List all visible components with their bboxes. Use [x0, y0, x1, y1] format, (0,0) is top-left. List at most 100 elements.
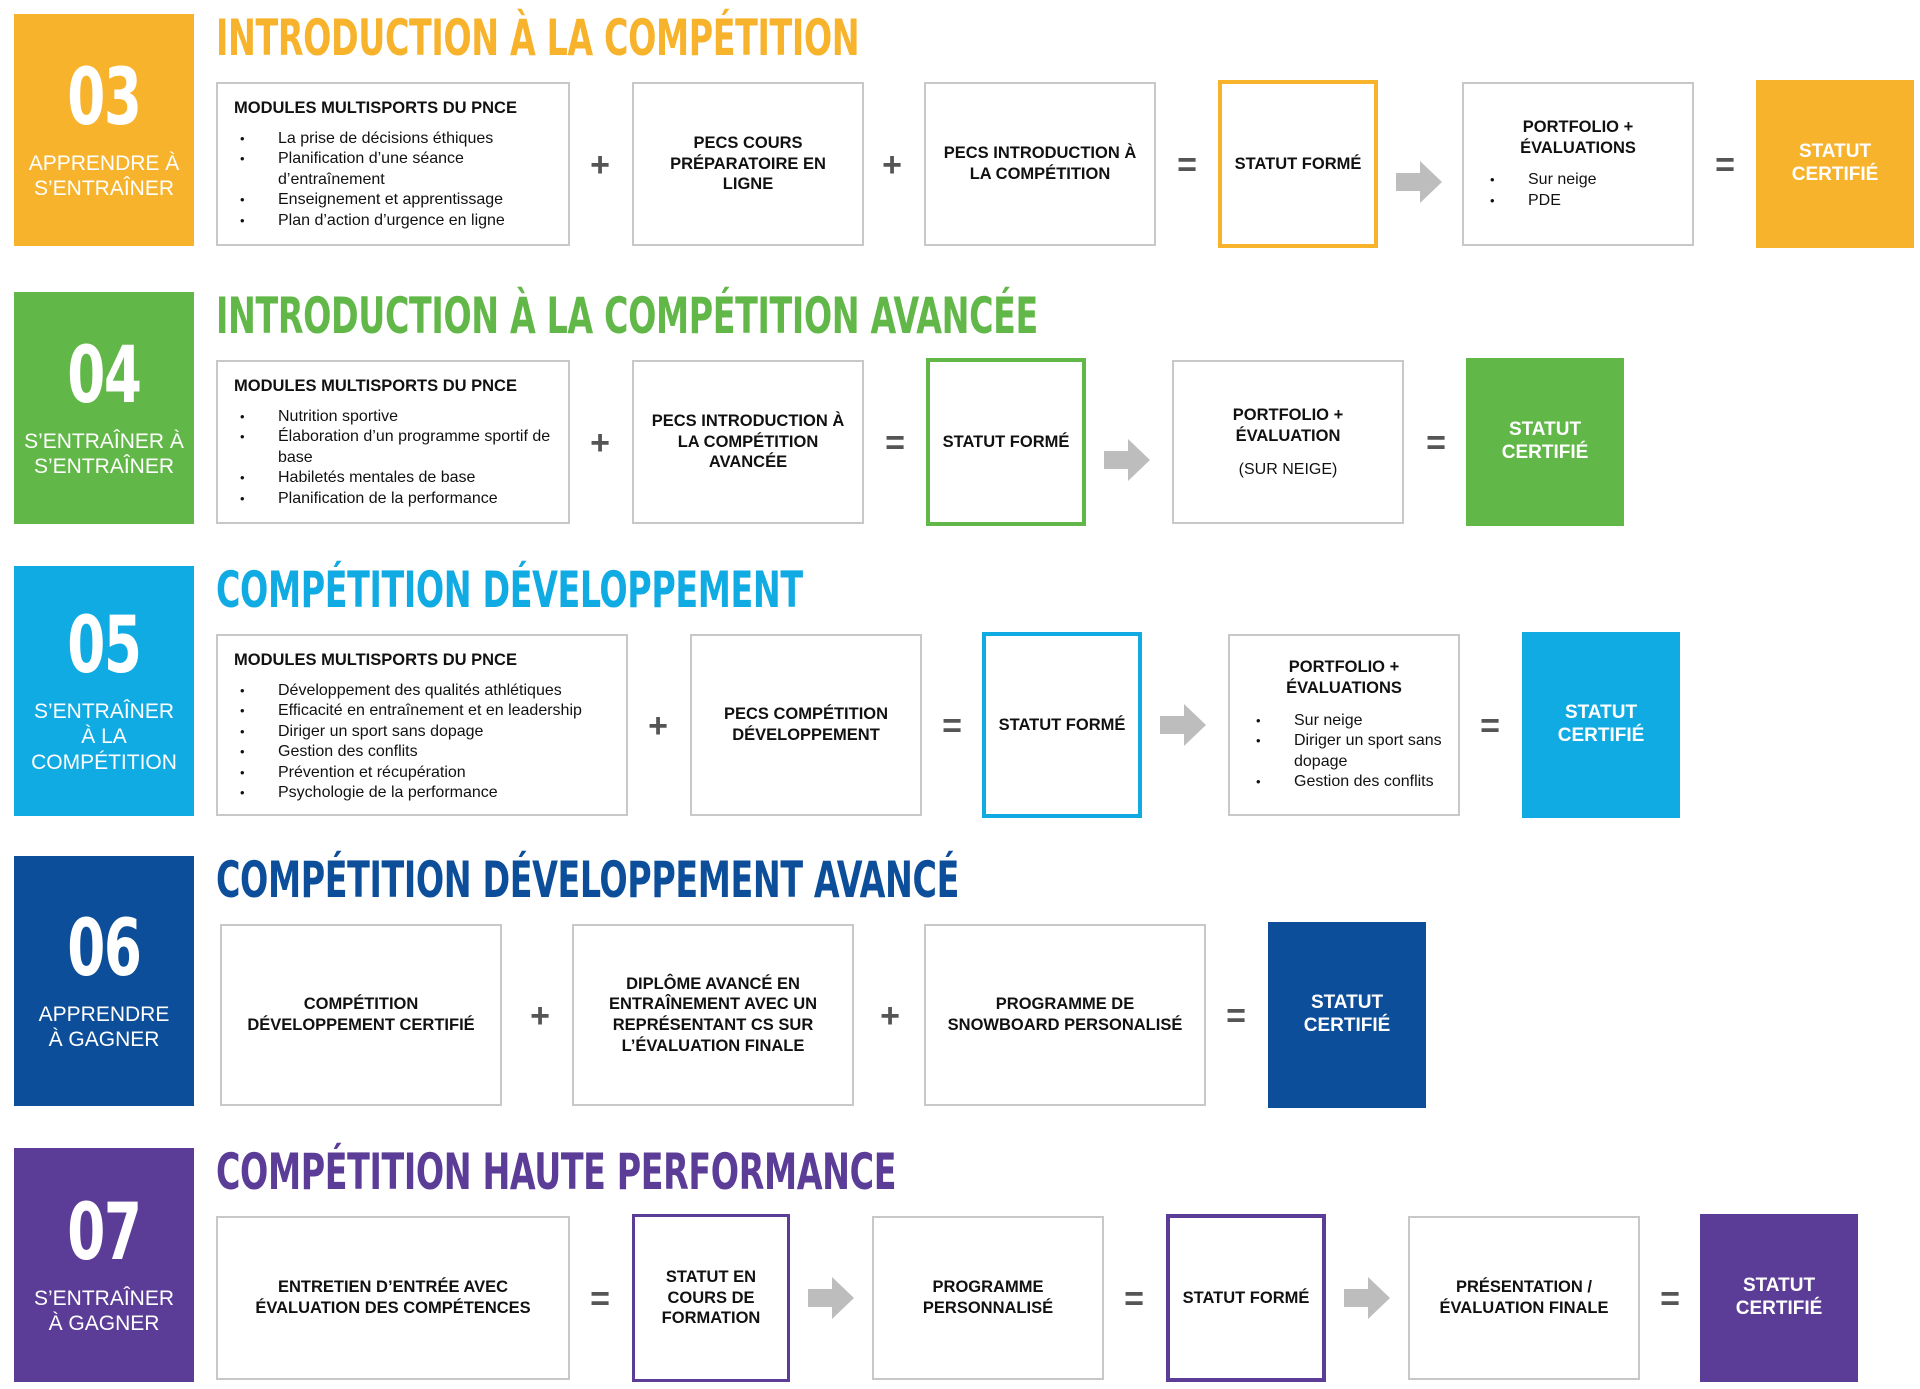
level-title: COMPÉTITION HAUTE PERFORMANCE	[216, 1143, 897, 1201]
list-item: Sur neige	[1256, 711, 1446, 732]
list-item: Habiletés mentales de base	[240, 468, 552, 489]
arrow-right-icon	[1160, 704, 1206, 746]
arrow-right-icon	[1344, 1277, 1390, 1319]
level-07-badge: 07 S’ENTRAÎNER À GAGNER	[14, 1148, 194, 1382]
portfolio-box: PORTFOLIO + ÉVALUATION (SUR NEIGE)	[1172, 360, 1404, 524]
certified-label: STATUT CERTIFIÉ	[1303, 992, 1391, 1036]
list-item: Planification de la performance	[240, 489, 552, 510]
certified-label: STATUT CERTIFIÉ	[1501, 419, 1589, 463]
list-item: Sur neige	[1490, 170, 1596, 191]
portfolio-title: PORTFOLIO + ÉVALUATIONS	[1286, 658, 1402, 697]
certified-label: STATUT CERTIFIÉ	[1735, 1275, 1823, 1319]
certified-status-box: STATUT CERTIFIÉ	[1522, 632, 1680, 818]
course-box: PROGRAMME PERSONNALISÉ	[872, 1216, 1104, 1380]
portfolio-box: PORTFOLIO + ÉVALUATIONS Sur neige Dirige…	[1228, 634, 1460, 816]
stage-name: S’ENTRAÎNER À GAGNER	[33, 1286, 175, 1335]
certified-status-box: STATUT CERTIFIÉ	[1756, 80, 1914, 248]
trained-status-box: STATUT FORMÉ	[982, 632, 1142, 818]
equals-operator: =	[1226, 997, 1246, 1035]
level-05-row: 05 S’ENTRAÎNER À LA COMPÉTITION COMPÉTIT…	[0, 561, 1920, 818]
list-item: PDE	[1490, 191, 1597, 212]
certified-status-box: STATUT CERTIFIÉ	[1466, 358, 1624, 526]
arrow-right-icon	[808, 1277, 854, 1319]
portfolio-title: PORTFOLIO + ÉVALUATION	[1232, 406, 1344, 445]
stage-name: APPRENDRE À GAGNER	[38, 1002, 170, 1051]
plus-operator: +	[882, 146, 902, 184]
course-box: COMPÉTITION DÉVELOPPEMENT CERTIFIÉ	[220, 924, 502, 1106]
equals-operator: =	[885, 424, 905, 462]
certified-status-box: STATUT CERTIFIÉ	[1268, 922, 1426, 1108]
level-03-row: 03 APPRENDRE À S’ENTRAÎNER INTRODUCTION …	[0, 9, 1920, 250]
arrow-right-icon	[1104, 439, 1150, 481]
level-number: 05	[67, 601, 142, 692]
equals-operator: =	[1124, 1280, 1144, 1318]
list-item: Nutrition sportive	[240, 407, 552, 428]
modules-title: MODULES MULTISPORTS DU PNCE	[234, 99, 517, 117]
level-07-row: 07 S’ENTRAÎNER À GAGNER COMPÉTITION HAUT…	[0, 1143, 1920, 1382]
arrow-right-icon	[1396, 161, 1442, 203]
level-number: 04	[67, 330, 142, 421]
course-box: PROGRAMME DE SNOWBOARD PERSONALISÉ	[924, 924, 1206, 1106]
level-06-badge: 06 APPRENDRE À GAGNER	[14, 856, 194, 1106]
modules-list: La prise de décisions éthiques Planifica…	[234, 129, 552, 232]
course-label: PECS INTRODUCTION À LA COMPÉTITION	[943, 144, 1137, 183]
level-04-badge: 04 S’ENTRAÎNER À S’ENTRAÎNER	[14, 292, 194, 524]
level-05-badge: 05 S’ENTRAÎNER À LA COMPÉTITION	[14, 566, 194, 816]
plus-operator: +	[648, 707, 668, 745]
course-label: PROGRAMME PERSONNALISÉ	[922, 1278, 1054, 1317]
course-box: PRÉSENTATION / ÉVALUATION FINALE	[1408, 1216, 1640, 1380]
status-label: STATUT FORMÉ	[998, 715, 1126, 734]
portfolio-list: Sur neige Diriger un sport sans dopage G…	[1242, 711, 1446, 793]
certified-label: STATUT CERTIFIÉ	[1791, 141, 1879, 185]
status-label: STATUT FORMÉ	[1234, 154, 1362, 173]
course-box: PECS INTRODUCTION À LA COMPÉTITION	[924, 82, 1156, 246]
modules-list: Nutrition sportive Élaboration d’un prog…	[234, 407, 552, 510]
equals-operator: =	[1480, 707, 1500, 745]
list-item: Élaboration d’un programme sportif de ba…	[240, 427, 552, 468]
course-box: PECS COURS PRÉPARATOIRE EN LIGNE	[632, 82, 864, 246]
list-item: Enseignement et apprentissage	[240, 190, 552, 211]
stage-name: S’ENTRAÎNER À LA COMPÉTITION	[31, 700, 177, 774]
list-item: Développement des qualités athlétiques	[240, 681, 582, 702]
course-label: PECS COURS PRÉPARATOIRE EN LIGNE	[670, 134, 826, 194]
portfolio-title: PORTFOLIO + ÉVALUATIONS	[1520, 117, 1636, 157]
level-03-badge: 03 APPRENDRE À S’ENTRAÎNER	[14, 14, 194, 246]
course-label: PROGRAMME DE SNOWBOARD PERSONALISÉ	[947, 995, 1183, 1034]
level-number: 07	[67, 1187, 142, 1278]
list-item: Efficacité en entraînement et en leaders…	[240, 701, 582, 722]
plus-operator: +	[590, 146, 610, 184]
portfolio-subtitle: (SUR NEIGE)	[1238, 460, 1338, 478]
trained-status-box: STATUT FORMÉ	[1166, 1214, 1326, 1382]
modules-box: MODULES MULTISPORTS DU PNCE La prise de …	[216, 82, 570, 246]
stage-name: APPRENDRE À S’ENTRAÎNER	[28, 151, 180, 200]
level-title: INTRODUCTION À LA COMPÉTITION AVANCÉE	[216, 287, 1038, 345]
status-label: STATUT FORMÉ	[1182, 1288, 1310, 1307]
plus-operator: +	[880, 997, 900, 1035]
course-box: ENTRETIEN D’ENTRÉE AVEC ÉVALUATION DES C…	[216, 1216, 570, 1380]
certified-status-box: STATUT CERTIFIÉ	[1700, 1214, 1858, 1382]
modules-box: MODULES MULTISPORTS DU PNCE Développemen…	[216, 634, 628, 816]
level-04-row: 04 S’ENTRAÎNER À S’ENTRAÎNER INTRODUCTIO…	[0, 287, 1920, 528]
level-title: COMPÉTITION DÉVELOPPEMENT	[216, 561, 803, 619]
course-box: PECS INTRODUCTION À LA COMPÉTITION AVANC…	[632, 360, 864, 524]
certified-label: STATUT CERTIFIÉ	[1557, 702, 1645, 746]
level-number: 06	[67, 903, 142, 994]
list-item: Diriger un sport sans dopage	[240, 722, 582, 743]
modules-title: MODULES MULTISPORTS DU PNCE	[234, 651, 517, 669]
equals-operator: =	[1426, 424, 1446, 462]
plus-operator: +	[530, 997, 550, 1035]
course-box: PECS COMPÉTITION DÉVELOPPEMENT	[690, 634, 922, 816]
modules-list: Développement des qualités athlétiques E…	[234, 681, 582, 804]
modules-title: MODULES MULTISPORTS DU PNCE	[234, 377, 517, 395]
modules-box: MODULES MULTISPORTS DU PNCE Nutrition sp…	[216, 360, 570, 524]
list-item: Plan d’action d’urgence en ligne	[240, 211, 552, 232]
list-item: Prévention et récupération	[240, 763, 582, 784]
list-item: Psychologie de la performance	[240, 783, 582, 804]
course-label: ENTRETIEN D’ENTRÉE AVEC ÉVALUATION DES C…	[255, 1278, 531, 1317]
list-item: La prise de décisions éthiques	[240, 129, 552, 150]
equals-operator: =	[590, 1280, 610, 1318]
course-label: DIPLÔME AVANCÉ EN ENTRAÎNEMENT AVEC UN R…	[608, 974, 818, 1055]
equals-operator: =	[1660, 1280, 1680, 1318]
equals-operator: =	[1715, 146, 1735, 184]
plus-operator: +	[590, 424, 610, 462]
